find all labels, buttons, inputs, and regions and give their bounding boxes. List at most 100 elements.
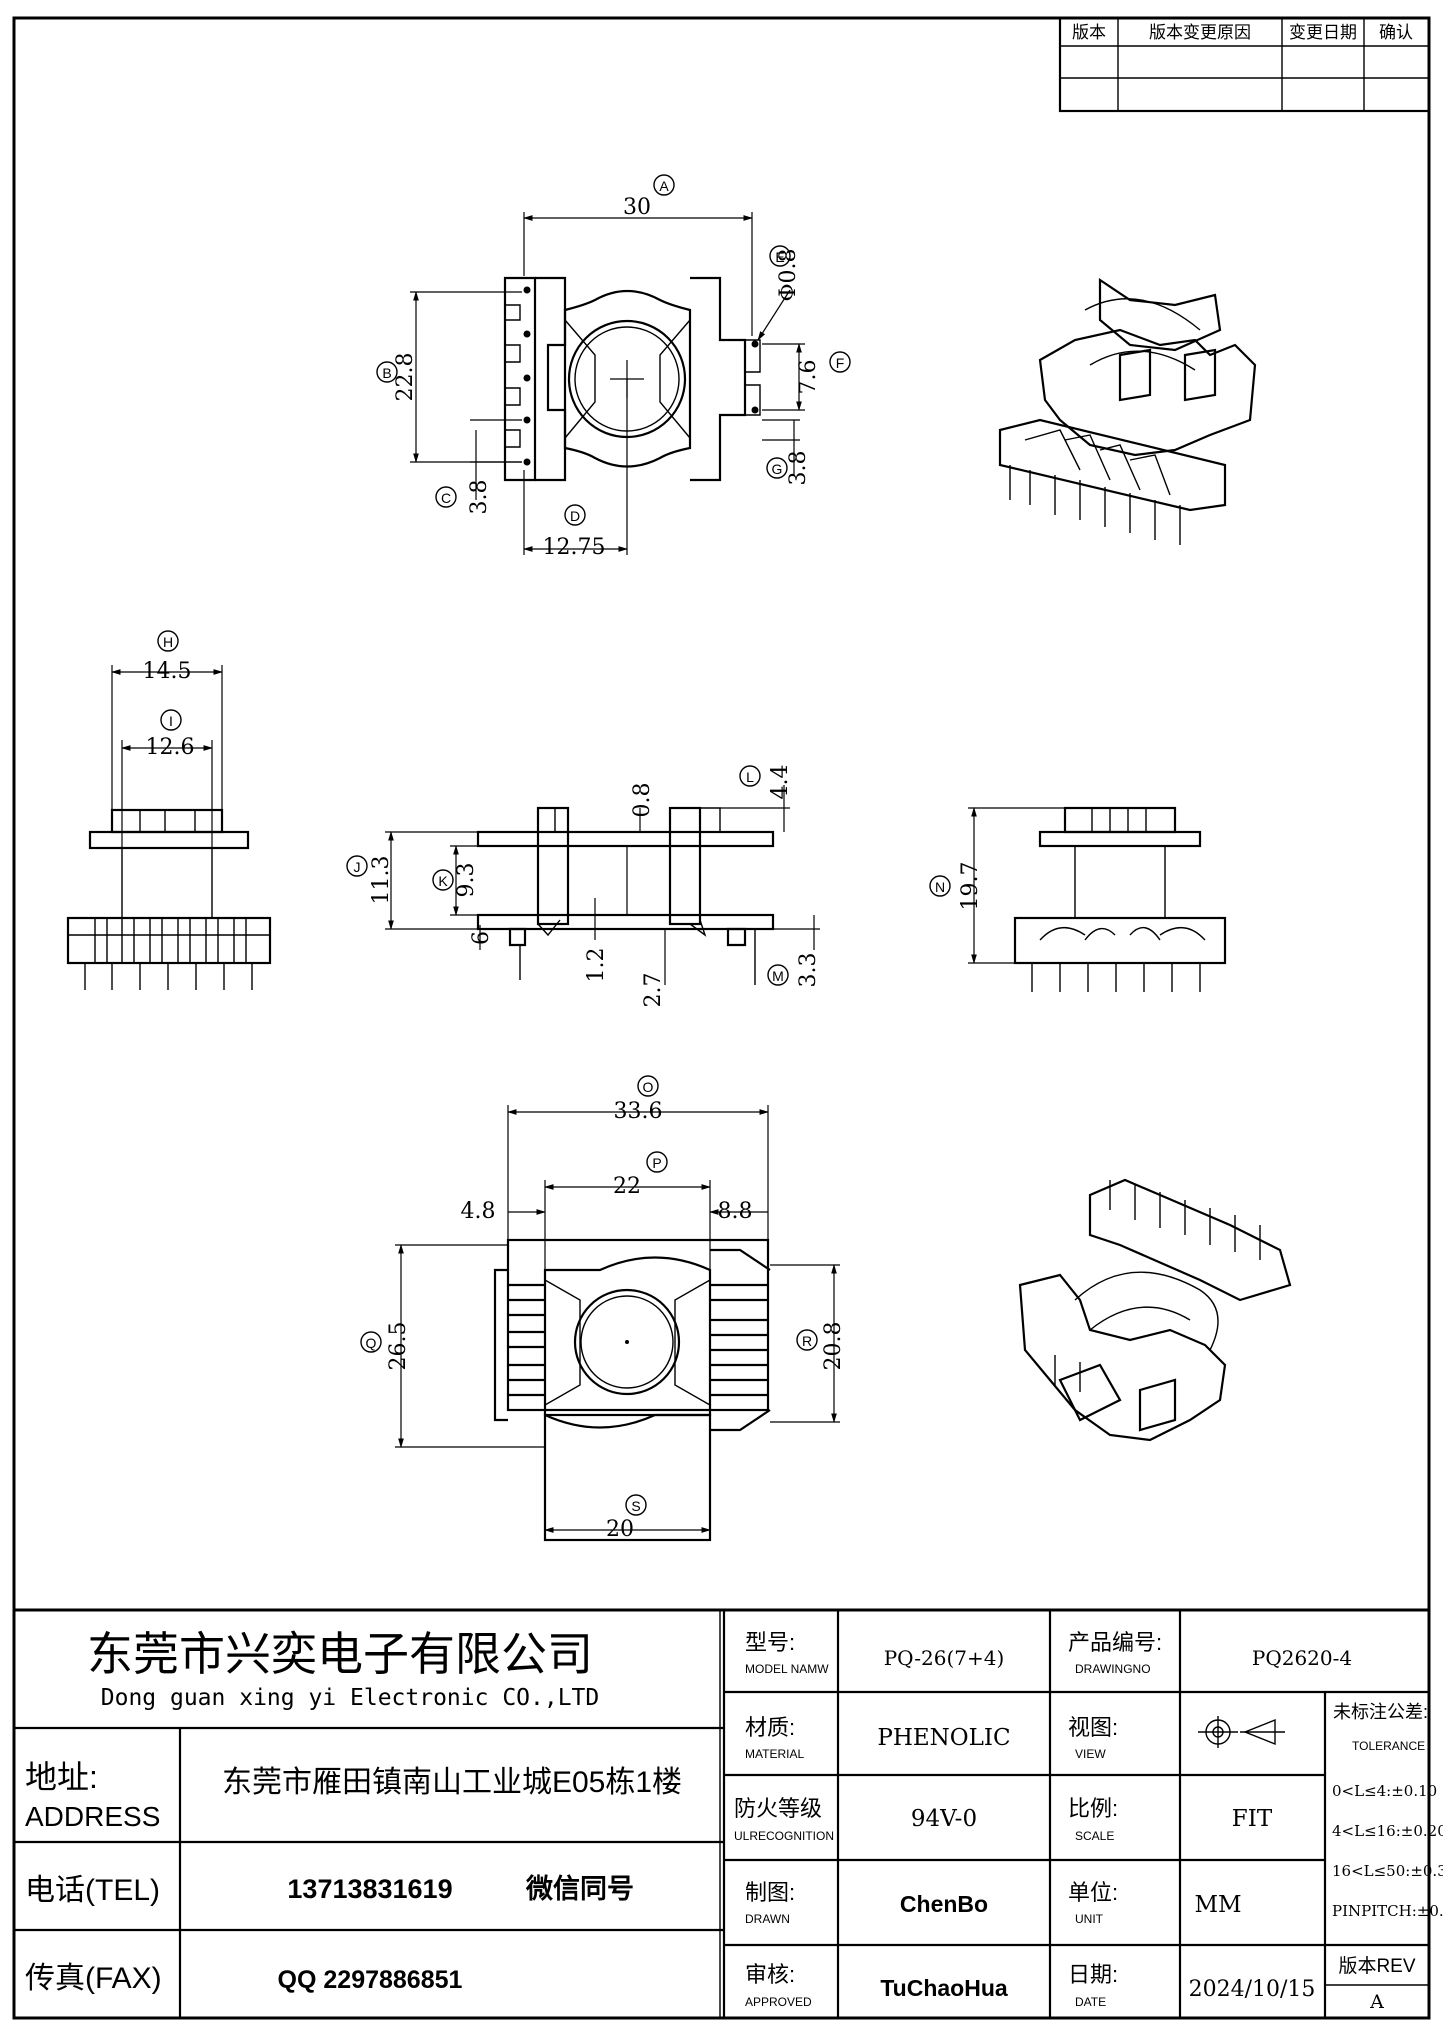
side-view-right: 19.7 N [929,806,1227,992]
view-label: 视图: [1068,1715,1118,1740]
unit-label: 单位: [1068,1880,1118,1905]
dim-overall: 33.6 [614,1099,663,1124]
tolerance-1: 4<L≤16:±0.20 [1332,1822,1443,1840]
section-view: 11.3 J 9.3 K 0.8 4.4 L 6 1.2 2.7 3.3 M [346,765,821,1008]
dim-winding: 9.3 [454,863,479,898]
material-value: PHENOLIC [877,1725,1010,1751]
dim-total: 11.3 [369,856,394,905]
dim-inner-height: 20.8 [821,1322,846,1371]
dim-inner: 12.6 [146,735,195,760]
material-label-en: MATERIAL [745,1747,804,1761]
dim-height: 22.8 [393,353,418,402]
iso-view-top [998,277,1257,545]
callout-b: B [382,365,391,381]
dim-pin-stub: 3.3 [796,953,821,988]
scale-label-en: SCALE [1075,1829,1114,1843]
address-label-en: ADDRESS [25,1801,160,1832]
callout-i: I [169,713,173,729]
drawn-value: ChenBo [900,1891,988,1917]
rev-header-confirm: 确认 [1379,23,1413,43]
callout-e: E [775,249,784,265]
date-label-en: DATE [1075,1995,1106,2009]
callout-o: O [643,1079,654,1095]
callout-l: L [746,769,754,785]
tel-value: 13713831619 [287,1874,452,1904]
iso-view-bottom [1018,1178,1292,1442]
scale-value: FIT [1232,1806,1273,1832]
bottom-view: 33.6 O 22 P 4.8 8.8 26.5 Q 20.8 R 20 [360,1075,846,1542]
fire-rating-label: 防火等级 [734,1796,822,1821]
drawn-label: 制图: [745,1880,795,1905]
dim-width: 30 [623,195,651,220]
dim-base: 6 [469,931,494,945]
rev-header-reason: 版本变更原因 [1149,23,1251,43]
dim-outer: 14.5 [143,659,192,684]
dim-bottom-height: 26.5 [386,1322,411,1371]
callout-n: N [935,879,945,895]
address-label: 地址: [25,1759,98,1795]
drawing-no-label-en: DRAWINGNO [1075,1662,1151,1676]
dim-center-offset: 12.75 [543,535,606,560]
callout-s: S [631,1498,640,1514]
date-value: 2024/10/15 [1189,1977,1316,2002]
unit-value: MM [1194,1892,1241,1918]
model-value: PQ-26(7+4) [884,1646,1005,1670]
dim-flange: 0.8 [630,783,655,818]
tolerance-3: PINPITCH:±0.10 [1332,1902,1443,1920]
company-name-cn: 东莞市兴奕电子有限公司 [87,1628,593,1680]
approved-value: TuChaoHua [880,1975,1008,2001]
tolerance-label: 未标注公差: [1333,1702,1428,1722]
side-view-left: 14.5 H 12.6 I [66,630,272,990]
callout-r: R [802,1333,812,1349]
company-name-en: Dong guan xing yi Electronic CO.,LTD [101,1685,600,1711]
tolerance-2: 16<L≤50:±0.30 [1332,1862,1443,1880]
callout-a: A [659,178,669,194]
dim-wall: 1.2 [584,948,609,983]
callout-m: M [772,968,784,984]
callout-h: H [163,634,173,650]
callout-k: K [438,873,448,889]
title-block: 东莞市兴奕电子有限公司 Dong guan xing yi Electronic… [14,1608,1443,2018]
dim-left-ext: 4.8 [461,1199,496,1224]
rev-header-version: 版本 [1072,23,1106,43]
fax-label: 传真(FAX) [25,1962,162,1995]
date-label: 日期: [1068,1962,1118,1987]
dim-pin-len: 2.7 [641,973,666,1008]
qq-value: QQ 2297886851 [278,1966,463,1994]
tolerance-label-en: TOLERANCE [1352,1739,1425,1753]
dim-right-ext: 8.8 [718,1199,753,1224]
callout-j: J [354,859,361,875]
dim-pin-pitch: 3.8 [467,480,492,515]
fire-rating-label-en: ULRECOGNITION [734,1829,834,1843]
rev-header-date: 变更日期 [1289,23,1357,43]
wechat-note: 微信同号 [525,1874,634,1904]
tel-label: 电话(TEL) [25,1874,160,1907]
model-label-en: MODEL NAMW [745,1662,829,1676]
approved-label-en: APPROVED [745,1995,812,2009]
rev-value: A [1369,1991,1384,2013]
unit-label-en: UNIT [1075,1912,1104,1926]
drawing-no-value: PQ2620-4 [1252,1646,1352,1670]
scale-label: 比例: [1068,1796,1118,1821]
dim-bottom-width: 20 [606,1517,634,1542]
revision-table: 版本 版本变更原因 变更日期 确认 [1058,16,1431,113]
callout-q: Q [366,1335,377,1351]
model-label: 型号: [745,1630,795,1655]
dim-hole-dia: Φ0.8 [776,248,801,301]
callout-p: P [652,1155,661,1171]
callout-d: D [570,508,580,524]
callout-f: F [836,355,845,371]
callout-g: G [772,461,783,477]
approved-label: 审核: [745,1962,795,1987]
rev-label: 版本REV [1338,1955,1415,1977]
material-label: 材质: [745,1715,795,1740]
fire-rating-value: 94V-0 [911,1806,977,1832]
tolerance-0: 0<L≤4:±0.10 [1332,1782,1437,1800]
address-value: 东莞市雁田镇南山工业城E05栋1楼 [222,1766,682,1799]
dim-right-height: 19.7 [958,862,983,911]
drawing-frame [12,16,1431,2020]
dim-top: 4.4 [768,765,793,800]
view-label-en: VIEW [1075,1747,1106,1761]
drawn-label-en: DRAWN [745,1912,790,1926]
dim-core: 22 [613,1174,641,1199]
